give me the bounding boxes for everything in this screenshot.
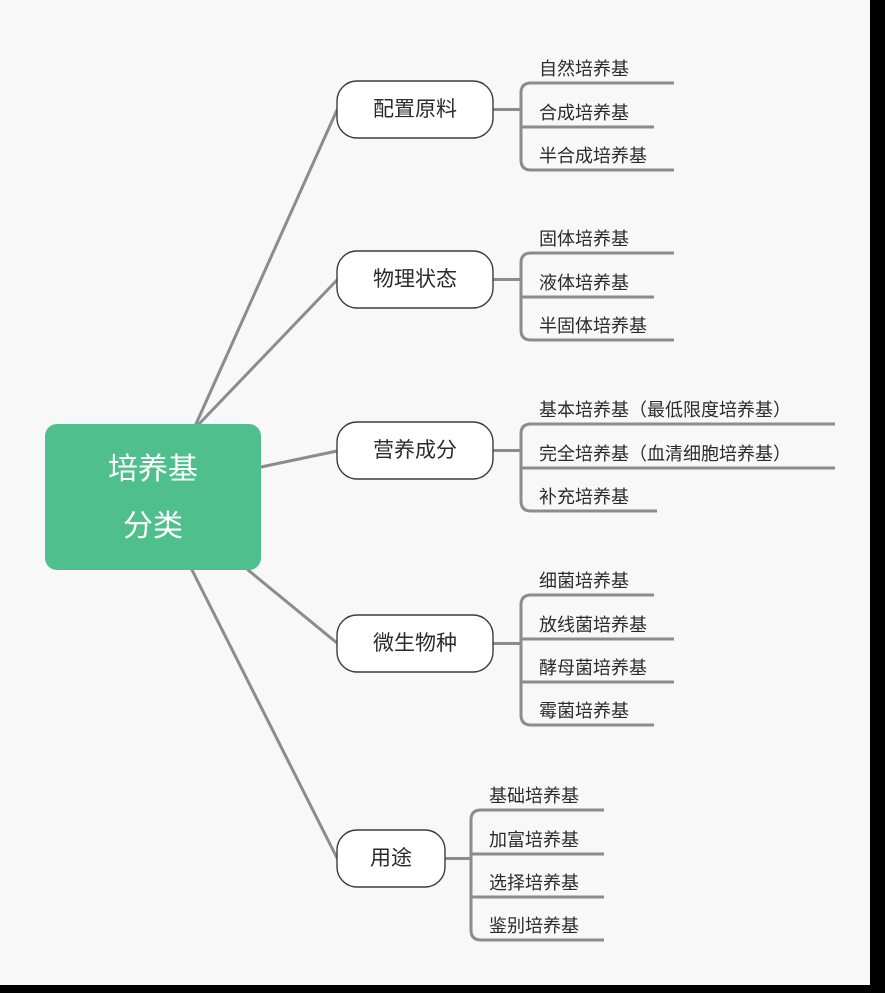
leaf-underline bbox=[519, 329, 674, 342]
leaf-connector-group bbox=[443, 81, 835, 942]
leaf-underline bbox=[519, 593, 654, 606]
branch-node-label: 配置原料 bbox=[373, 98, 457, 121]
leaf-node-label[interactable]: 霉菌培养基 bbox=[539, 701, 629, 721]
leaf-node-label[interactable]: 加富培养基 bbox=[489, 830, 579, 850]
leaf-underline bbox=[519, 714, 654, 727]
leaf-underline bbox=[519, 251, 674, 264]
mindmap-canvas: 配置原料物理状态营养成分微生物种用途 自然培养基合成培养基半合成培养基固体培养基… bbox=[0, 0, 870, 985]
leaf-node-label[interactable]: 细菌培养基 bbox=[539, 571, 629, 591]
root-node[interactable] bbox=[45, 424, 261, 570]
leaf-node-label[interactable]: 合成培养基 bbox=[539, 103, 629, 123]
leaf-node-label[interactable]: 半固体培养基 bbox=[539, 316, 647, 336]
leaf-node-label[interactable]: 选择培养基 bbox=[489, 873, 579, 893]
leaf-node-label[interactable]: 完全培养基（血清细胞培养基） bbox=[539, 444, 791, 464]
leaf-node-label[interactable]: 补充培养基 bbox=[539, 487, 629, 507]
root-to-branch-connector bbox=[259, 449, 339, 469]
leaf-node-label[interactable]: 放线菌培养基 bbox=[539, 615, 647, 635]
root-node-label: 培养基分类 bbox=[108, 453, 198, 543]
root-to-branch-connector bbox=[194, 108, 339, 426]
branch-node-label: 微生物种 bbox=[373, 632, 457, 655]
leaf-node-label[interactable]: 酵母菌培养基 bbox=[539, 658, 647, 678]
leaf-underline bbox=[469, 808, 604, 821]
canvas-right-frame bbox=[870, 0, 885, 993]
branch-node-label: 用途 bbox=[370, 847, 412, 870]
leaf-underline bbox=[469, 929, 604, 942]
root-to-branch-connector bbox=[197, 278, 339, 426]
branch-node-label: 营养成分 bbox=[373, 439, 457, 462]
root-to-branch-connector bbox=[190, 568, 339, 860]
leaf-underline bbox=[519, 81, 674, 94]
canvas-bottom-frame bbox=[0, 985, 885, 993]
branch-node-branch-weishengwuzhong[interactable] bbox=[336, 614, 494, 673]
leaf-underline bbox=[519, 500, 657, 513]
leaf-node-label[interactable]: 固体培养基 bbox=[539, 229, 629, 249]
leaf-node-label[interactable]: 鉴别培养基 bbox=[489, 916, 579, 936]
leaf-underline bbox=[519, 159, 674, 172]
root-to-branch-connector bbox=[246, 568, 339, 645]
branch-node-label: 物理状态 bbox=[373, 268, 457, 291]
root-connector-group bbox=[190, 108, 339, 860]
leaf-underline bbox=[519, 422, 835, 435]
leaf-node-label[interactable]: 基本培养基（最低限度培养基） bbox=[539, 400, 791, 420]
branch-node-branch-yongtu[interactable] bbox=[336, 829, 446, 888]
branch-node-branch-peizhiyuanliao[interactable] bbox=[336, 80, 494, 139]
branch-node-branch-wulizhuangtai[interactable] bbox=[336, 250, 494, 309]
leaf-node-group: 自然培养基合成培养基半合成培养基固体培养基液体培养基半固体培养基基本培养基（最低… bbox=[489, 59, 791, 936]
leaf-node-label[interactable]: 半合成培养基 bbox=[539, 146, 647, 166]
leaf-node-label[interactable]: 液体培养基 bbox=[539, 273, 629, 293]
root-node-group: 培养基分类 bbox=[45, 424, 261, 570]
leaf-node-label[interactable]: 基础培养基 bbox=[489, 786, 579, 806]
branch-node-branch-yingyangchengfen[interactable] bbox=[336, 421, 494, 480]
leaf-node-label[interactable]: 自然培养基 bbox=[539, 59, 629, 79]
